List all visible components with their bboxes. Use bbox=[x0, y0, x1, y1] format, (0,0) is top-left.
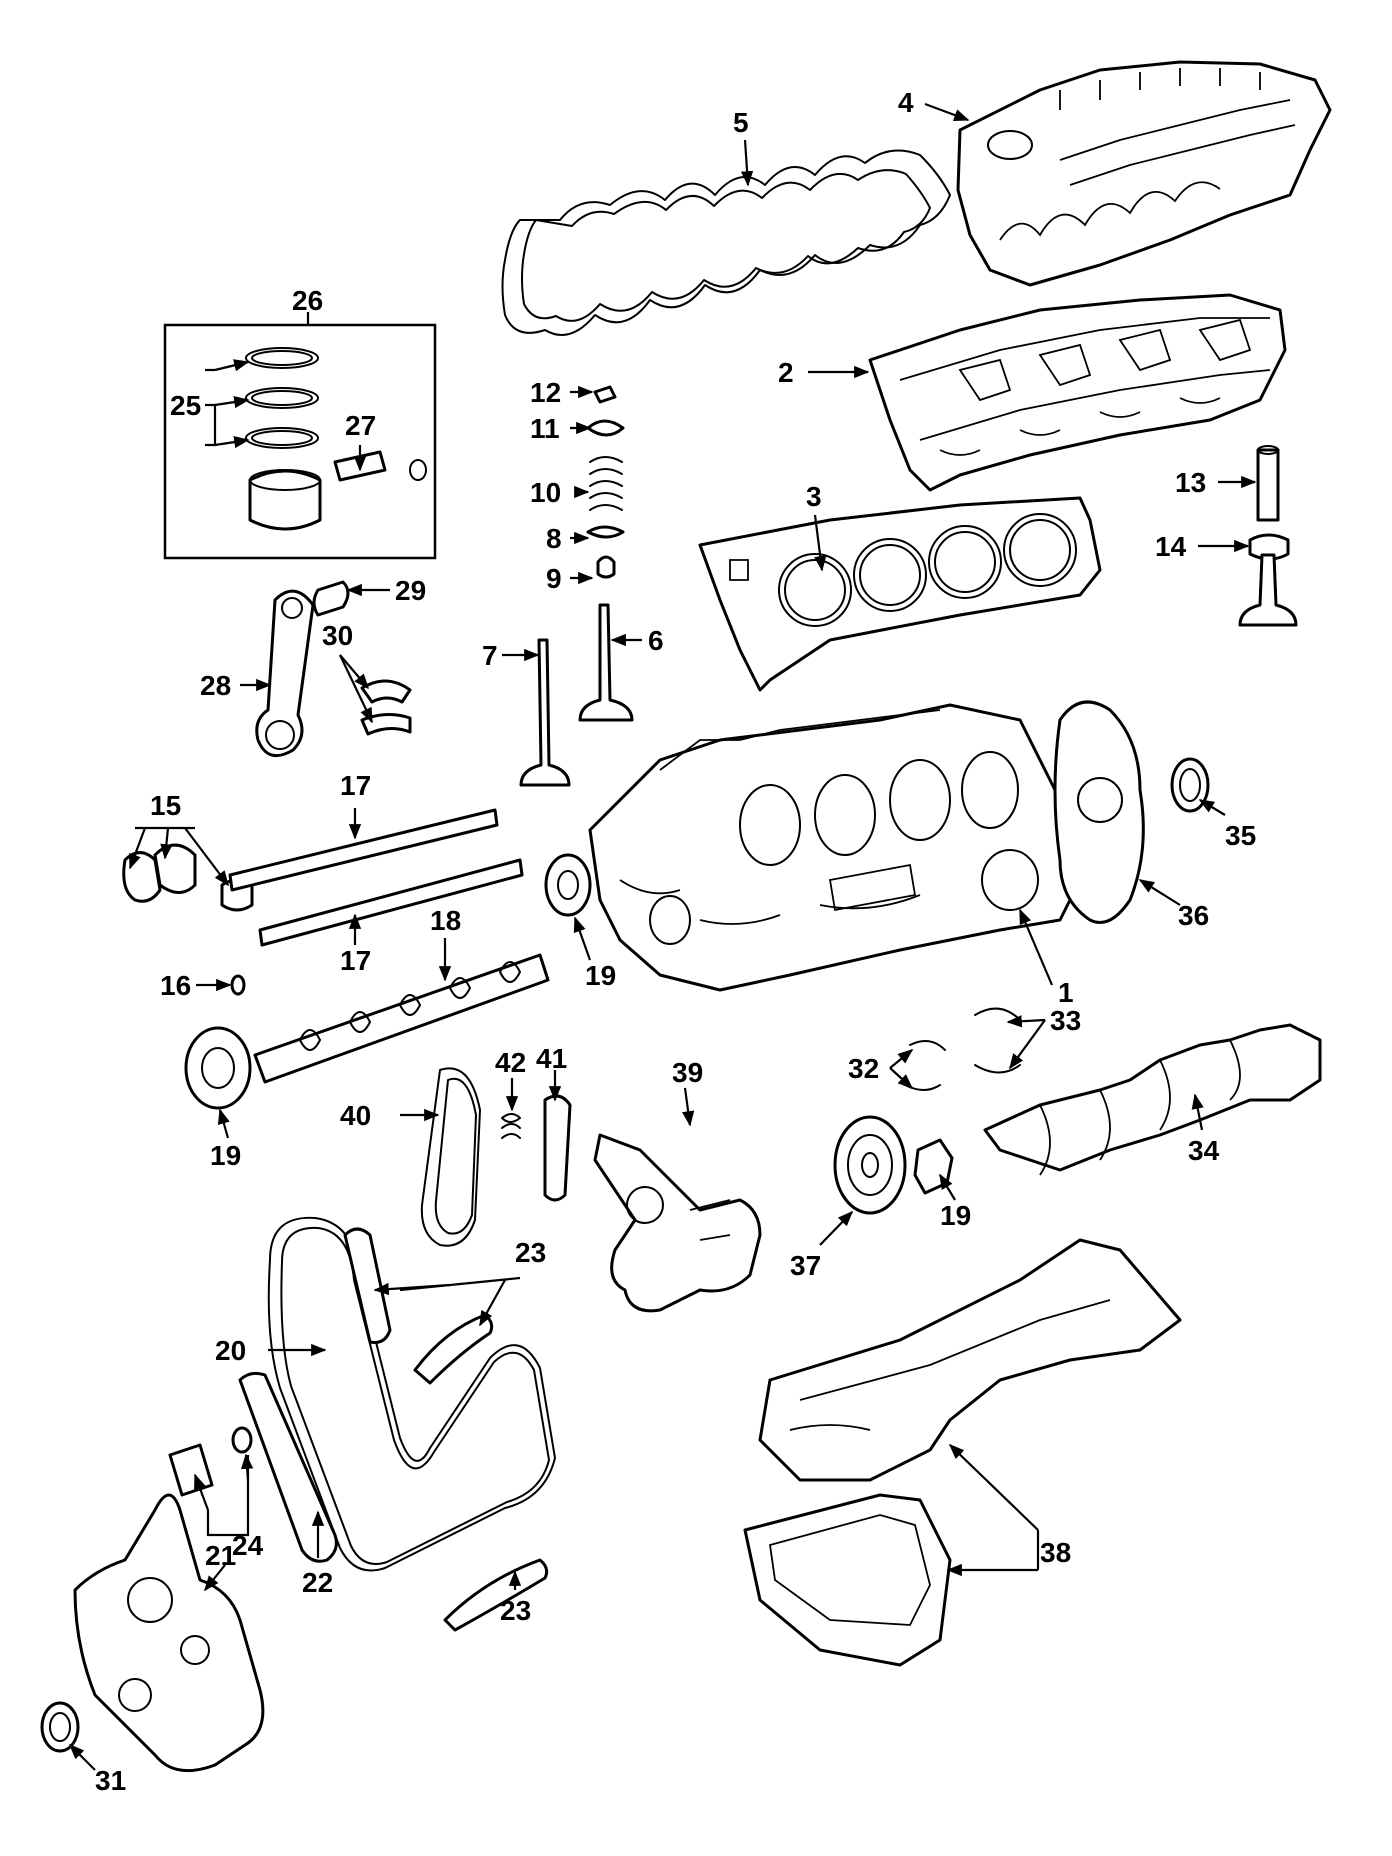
callout-39: 39 bbox=[672, 1057, 703, 1088]
timing-chain-small bbox=[420, 1067, 481, 1247]
thrust-washers-32 bbox=[904, 1040, 946, 1091]
crank-pulley bbox=[833, 1115, 907, 1215]
callout-23-lower: 23 bbox=[500, 1595, 531, 1626]
callout-36: 36 bbox=[1178, 900, 1209, 931]
rear-main-seal bbox=[1170, 757, 1210, 813]
callout-16: 16 bbox=[160, 970, 191, 1001]
callout-38: 38 bbox=[1040, 1537, 1071, 1568]
callout-19-right: 19 bbox=[940, 1200, 971, 1231]
callout-35: 35 bbox=[1225, 820, 1256, 851]
callout-32: 32 bbox=[848, 1053, 879, 1084]
callout-42: 42 bbox=[495, 1047, 526, 1078]
engine-block bbox=[588, 703, 1082, 992]
callout-4: 4 bbox=[898, 87, 914, 118]
crankshaft bbox=[983, 1023, 1322, 1176]
callout-8: 8 bbox=[546, 523, 562, 554]
chain-tensioner bbox=[168, 1426, 253, 1497]
callout-23-upper: 23 bbox=[515, 1237, 546, 1268]
callout-40: 40 bbox=[340, 1100, 371, 1131]
valve-train-stack bbox=[519, 385, 634, 787]
callout-34: 34 bbox=[1188, 1135, 1220, 1166]
cylinder-head-gasket bbox=[698, 496, 1102, 692]
callout-25: 25 bbox=[170, 390, 201, 421]
callout-31: 31 bbox=[95, 1765, 126, 1796]
callout-9: 9 bbox=[546, 563, 562, 594]
valve-cover-gasket bbox=[501, 149, 951, 336]
timing-chain-main bbox=[267, 1216, 556, 1572]
callout-labels: 1 2 3 4 5 6 7 8 9 10 11 12 13 14 15 16 1… bbox=[95, 87, 1256, 1796]
piston-kit-box bbox=[163, 323, 437, 560]
timing-cover bbox=[73, 1493, 265, 1773]
callout-17-upper: 17 bbox=[340, 770, 371, 801]
callout-10: 10 bbox=[530, 477, 561, 508]
callout-13: 13 bbox=[1175, 467, 1206, 498]
rocker-shafts bbox=[228, 808, 524, 947]
valve-guide-and-seal bbox=[1238, 445, 1298, 627]
callout-1: 1 bbox=[1058, 977, 1074, 1008]
callout-26: 26 bbox=[292, 285, 323, 316]
callout-5: 5 bbox=[733, 107, 749, 138]
callout-29: 29 bbox=[395, 575, 426, 606]
camshaft bbox=[253, 953, 550, 1084]
cylinder-head-cover bbox=[956, 60, 1332, 287]
callout-3: 3 bbox=[806, 481, 822, 512]
cam-sprocket-left bbox=[184, 1026, 252, 1110]
callout-6: 6 bbox=[648, 625, 664, 656]
callout-15: 15 bbox=[150, 790, 181, 821]
oil-pump bbox=[593, 1133, 762, 1313]
oil-pan bbox=[743, 1238, 1182, 1667]
callout-33: 33 bbox=[1050, 1005, 1081, 1036]
callout-37: 37 bbox=[790, 1250, 821, 1281]
chain-guides-23 bbox=[343, 1227, 549, 1632]
callout-19-left: 19 bbox=[210, 1140, 241, 1171]
chain-guide-small bbox=[543, 1094, 572, 1202]
callout-27: 27 bbox=[345, 410, 376, 441]
callout-20: 20 bbox=[215, 1335, 246, 1366]
callout-17-lower: 17 bbox=[340, 945, 371, 976]
chain-tensioner-spring bbox=[501, 1113, 521, 1139]
callout-18: 18 bbox=[430, 905, 461, 936]
callout-12: 12 bbox=[530, 377, 561, 408]
callout-11: 11 bbox=[530, 413, 560, 444]
valve-clip bbox=[230, 974, 246, 996]
callout-22: 22 bbox=[302, 1567, 333, 1598]
callout-41: 41 bbox=[536, 1043, 567, 1074]
callout-21: 21 bbox=[205, 1540, 236, 1571]
callout-7: 7 bbox=[482, 640, 498, 671]
callout-2: 2 bbox=[778, 357, 794, 388]
callout-24: 24 bbox=[232, 1530, 264, 1561]
piston-pin-bushing bbox=[312, 580, 350, 617]
callout-30: 30 bbox=[322, 620, 353, 651]
callout-19-upper: 19 bbox=[585, 960, 616, 991]
rear-cover bbox=[1053, 700, 1145, 924]
leader-lines bbox=[68, 102, 1257, 1771]
cylinder-head bbox=[868, 293, 1287, 492]
callout-28: 28 bbox=[200, 670, 231, 701]
connecting-rod bbox=[255, 589, 315, 758]
sprocket-upper bbox=[544, 853, 592, 917]
callout-14: 14 bbox=[1155, 531, 1187, 562]
rod-bearings bbox=[360, 679, 412, 736]
front-crank-seal bbox=[40, 1701, 80, 1753]
